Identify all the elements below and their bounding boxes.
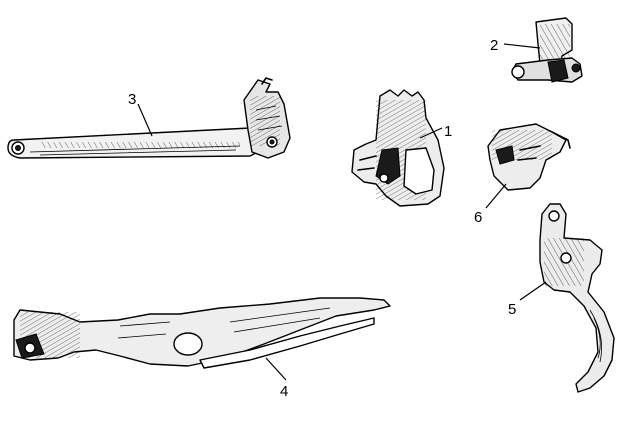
label-1: 1 [444,123,452,140]
label-5: 5 [508,301,516,318]
sear-drawing [487,123,571,191]
trigger-drawing [539,203,615,393]
trigger-bar-drawing [7,77,291,159]
leader-6 [485,183,507,209]
safety-assembly-drawing [511,17,583,83]
label-6: 6 [474,209,482,226]
label-3: 3 [128,91,136,108]
leader-3 [137,103,153,137]
label-2: 2 [490,37,498,54]
leader-1 [419,127,443,139]
label-4: 4 [280,383,288,400]
leader-2 [503,43,541,49]
hammer-drawing [351,89,445,207]
mainspring-drawing [13,297,391,369]
leader-4 [265,357,287,381]
leader-5 [519,281,547,301]
